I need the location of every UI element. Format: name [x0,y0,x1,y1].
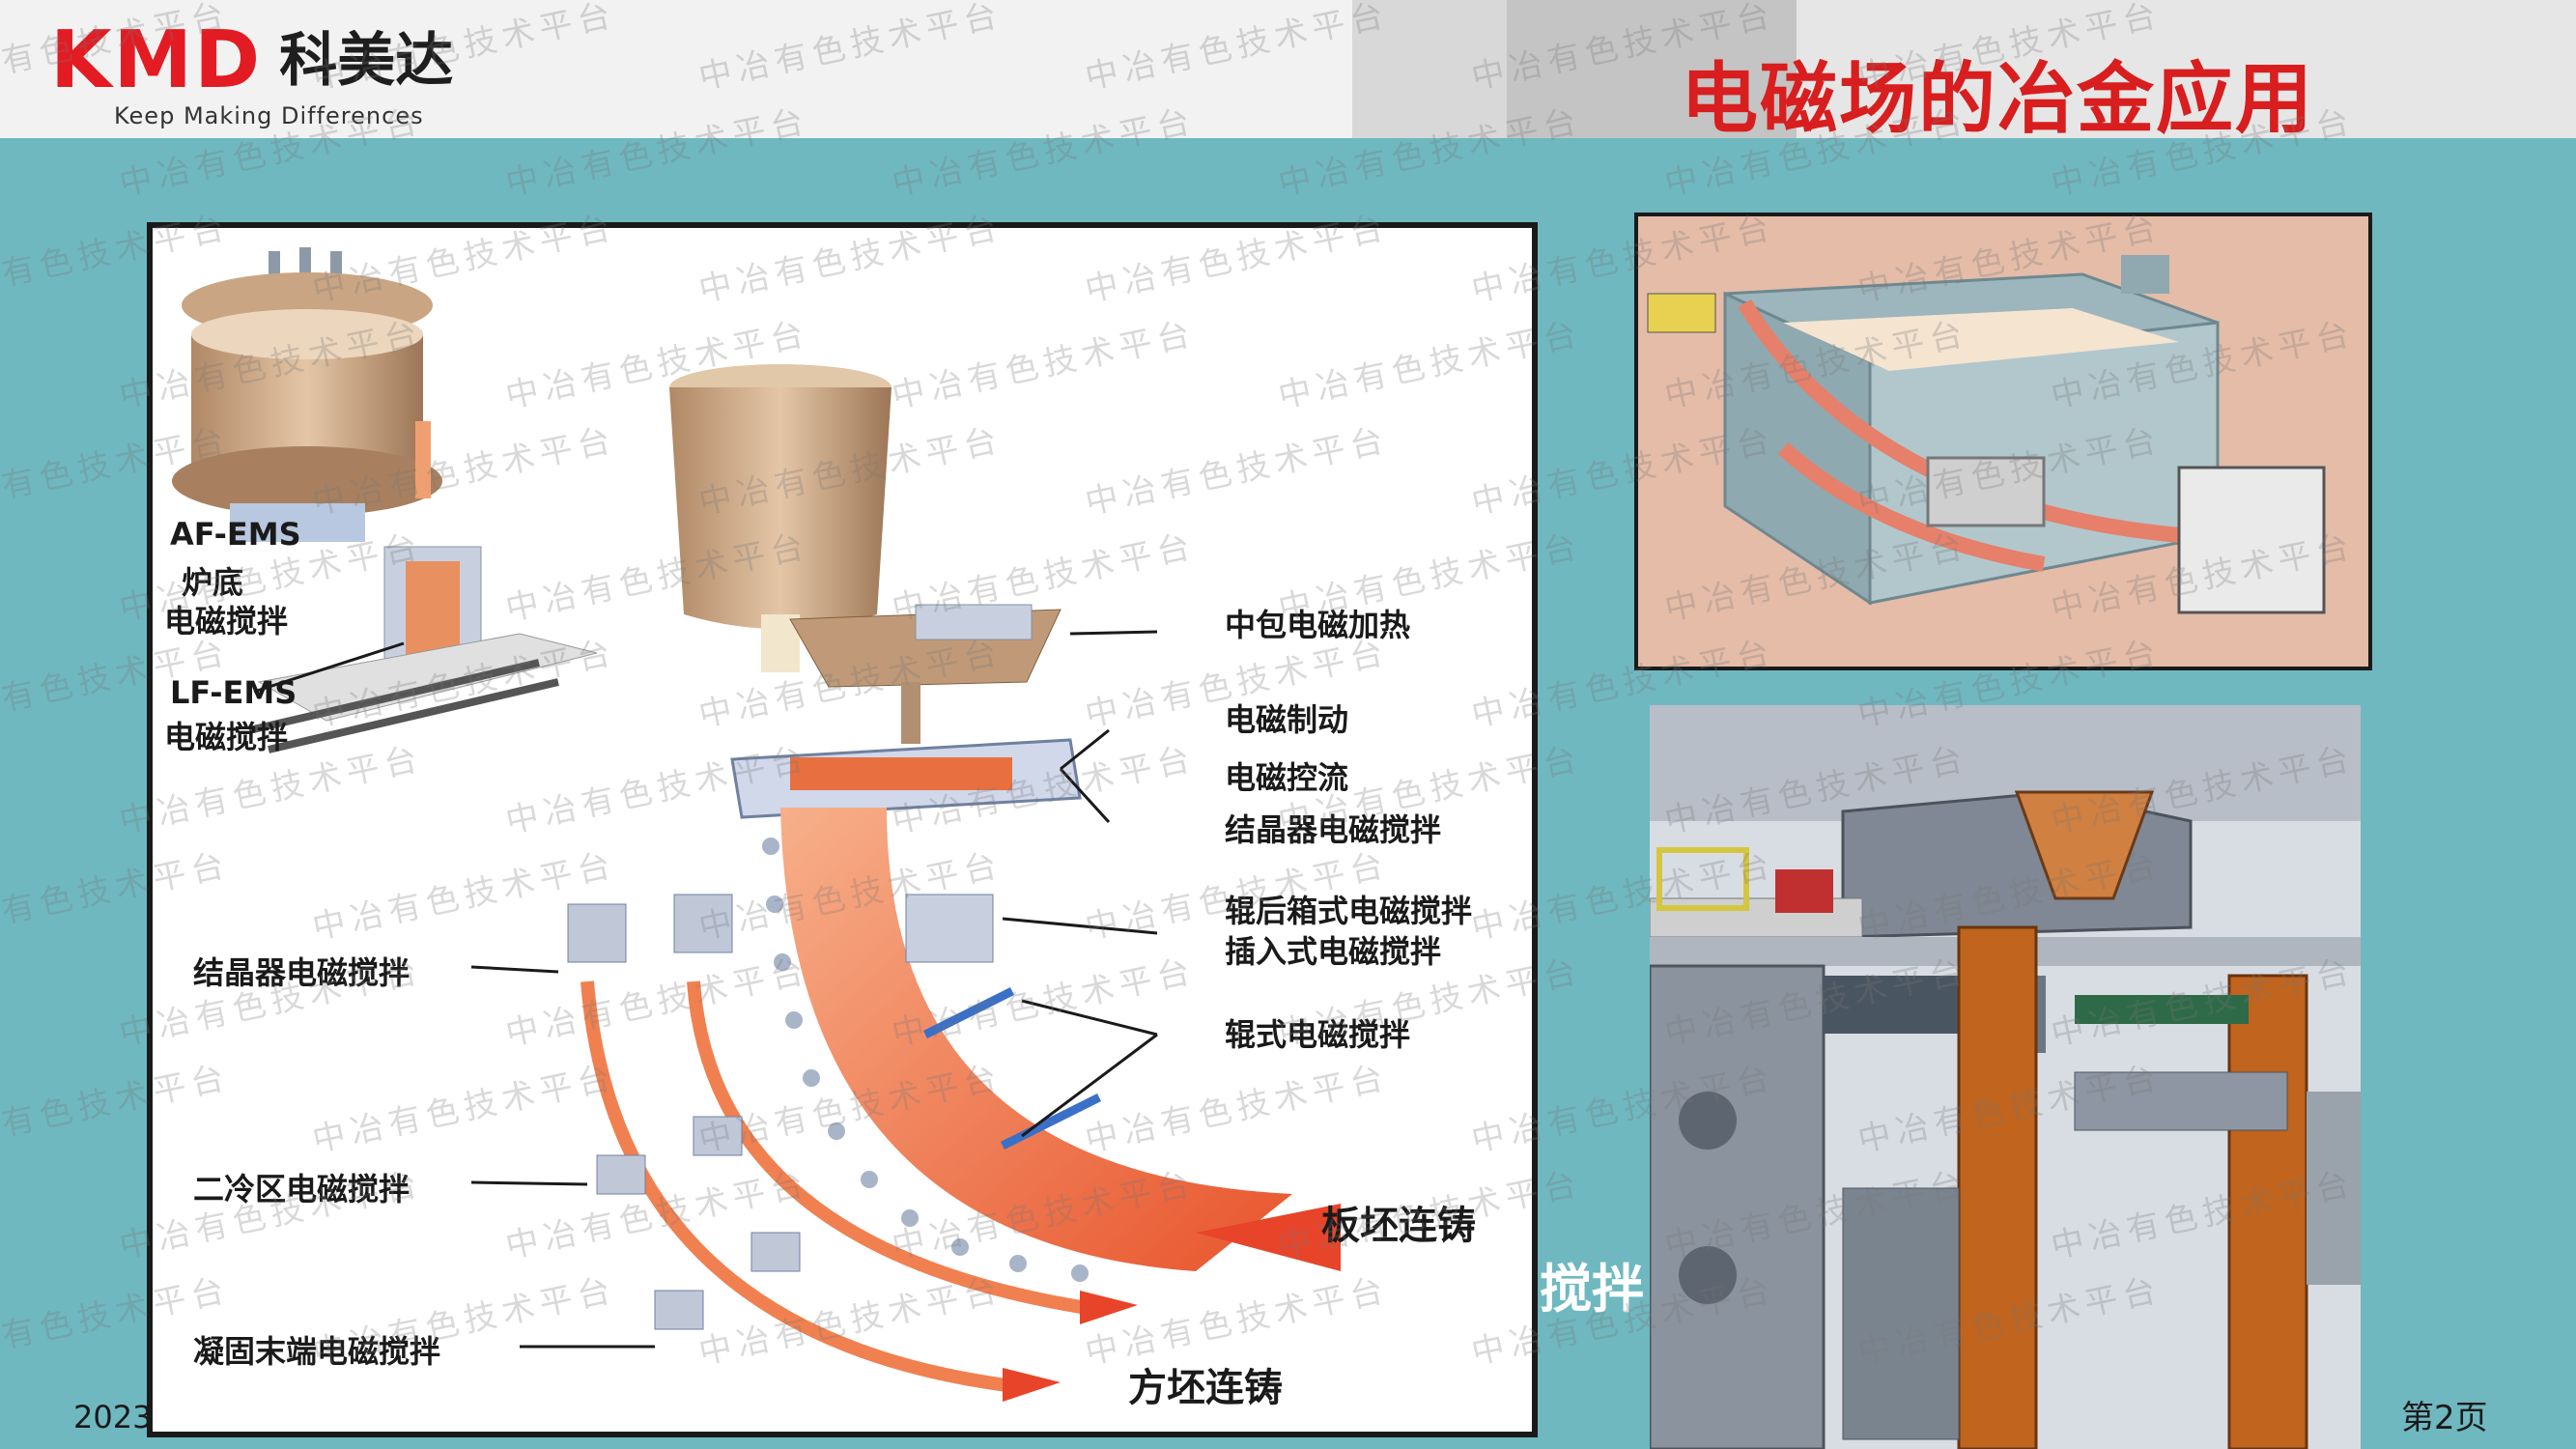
caster-cad-render [1650,705,2361,1449]
slide-title: 电磁场的冶金应用 [1681,54,2314,144]
label-af-ems-desc-1: 炉底 [182,564,244,601]
label-secondary-cooling-ems: 二冷区电磁搅拌 [193,1171,410,1208]
label-mold-ems-slab: 结晶器电磁搅拌 [1225,811,1442,848]
label-insert-ems: 插入式电磁搅拌 [1225,933,1442,970]
footer-date: 2023 [73,1399,153,1435]
roll-stirrer [922,986,1015,1039]
ladle-furnace-render [1634,213,2372,670]
logo-tagline: Keep Making Differences [114,102,424,129]
label-leaders [253,630,1158,1349]
caster-illustration [1650,705,2361,1449]
billet-arrow [1080,1291,1138,1324]
logo-chinese-name: 科美达 [279,27,454,95]
box-stirrer [905,894,994,963]
header-logo-area: KMD 科美达 Keep Making Differences [0,0,1352,138]
label-af-ems: AF-EMS [170,516,301,553]
partial-caption-text: 搅拌 [1540,1259,1644,1320]
billet-strand [687,980,1101,1317]
tundish [789,604,1062,744]
logo-mark: KMD [50,14,263,106]
header-stripe [1352,0,1507,138]
page-number: 第2页 [2401,1399,2488,1437]
process-illustration [172,247,1341,1402]
billet-stirrers [567,894,801,1330]
label-final-solidification-ems: 凝固末端电磁搅拌 [193,1333,441,1370]
label-em-flow-control: 电磁控流 [1225,759,1349,796]
roll-stirrer [1000,1093,1102,1151]
ladle-furnace [248,421,598,753]
label-roll-ems: 辊式电磁搅拌 [1225,1016,1411,1053]
label-billet-casting: 方坯连铸 [1128,1366,1283,1410]
label-em-brake: 电磁制动 [1225,701,1349,738]
ladle-furnace-illustration [1638,216,2368,667]
label-lf-ems-desc: 电磁搅拌 [164,719,289,755]
label-box-ems: 辊后箱式电磁搅拌 [1225,893,1473,929]
process-diagram: AF-EMS 炉底 电磁搅拌 LF-EMS 电磁搅拌 中包电磁加热 电磁制动 电… [147,222,1538,1437]
label-lf-ems: LF-EMS [170,674,297,711]
strand-rolls [762,838,1089,1282]
ladle [669,364,892,672]
label-af-ems-desc-2: 电磁搅拌 [164,603,289,639]
label-mold-ems-billet: 结晶器电磁搅拌 [193,954,410,991]
header-stripe [1797,0,2576,138]
arc-furnace [172,247,442,542]
company-logo: KMD 科美达 [50,21,453,100]
slab-mold [730,738,1082,819]
header-stripe [1507,0,1797,138]
billet-strand [580,980,1023,1394]
header-bar: KMD 科美达 Keep Making Differences [0,0,2576,138]
slab-arrow [1196,1204,1341,1271]
label-slab-casting: 板坯连铸 [1321,1204,1476,1248]
billet-arrow [1003,1368,1061,1402]
label-tundish-heating: 中包电磁加热 [1225,607,1411,643]
slab-strand [780,808,1292,1271]
